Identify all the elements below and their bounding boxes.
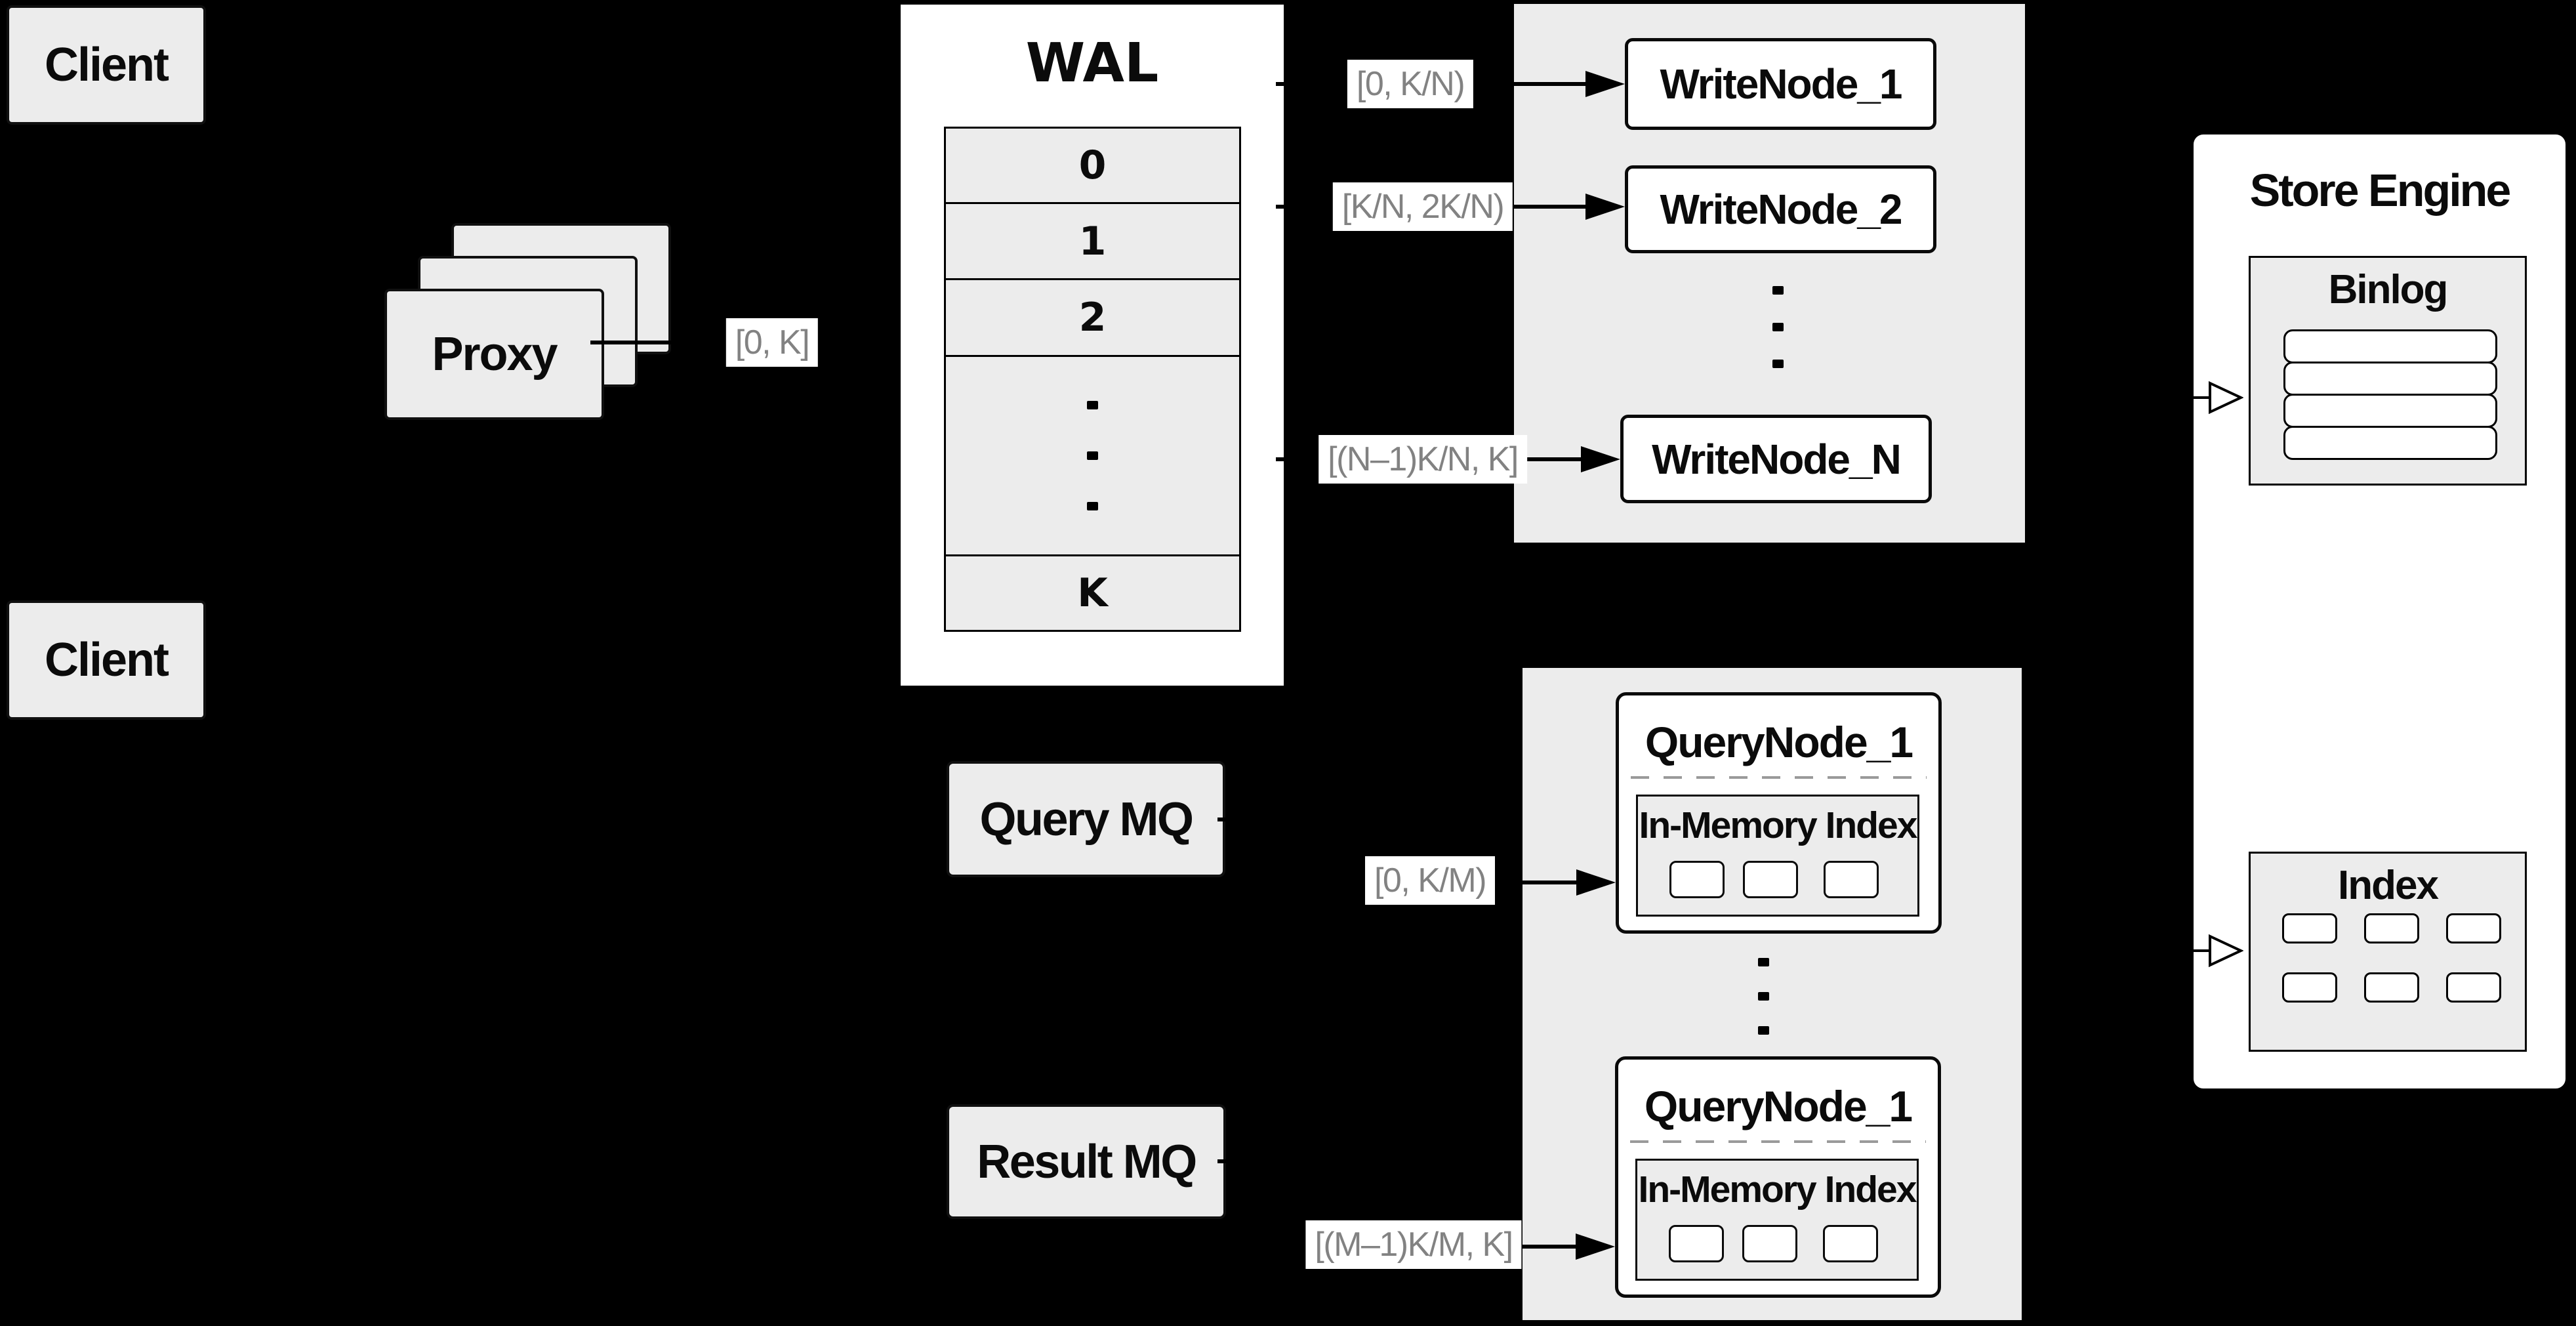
in-memory-index-title: In-Memory Index xyxy=(1638,1169,1917,1211)
arrow-proxy-to-wal xyxy=(590,341,858,344)
binlog-row xyxy=(2283,362,2497,396)
arrowhead-icon xyxy=(1581,446,1620,472)
dashed-separator xyxy=(1630,1140,1926,1143)
ellipsis-dot-icon xyxy=(1772,360,1784,368)
query-node-2-title: QueryNode_1 xyxy=(1644,1082,1913,1130)
result-mq-node: Result MQ xyxy=(947,1104,1226,1219)
query-node-1-title: QueryNode_1 xyxy=(1645,718,1913,766)
range-label-qn2: [(M–1)K/M, K] xyxy=(1305,1220,1522,1269)
ellipsis-dot-icon xyxy=(1758,992,1769,1001)
write-node-2: WriteNode_2 xyxy=(1625,165,1936,253)
ellipsis-dot-icon xyxy=(1087,502,1098,510)
range-label-proxy-wal: [0, K] xyxy=(726,318,819,367)
dashed-separator xyxy=(1631,776,1927,779)
arrowhead-icon xyxy=(1585,194,1625,220)
binlog-row xyxy=(2283,426,2497,460)
wal-segment-ellipsis xyxy=(946,355,1239,554)
wal-segment-1: 1 xyxy=(946,202,1239,278)
binlog-box: Binlog xyxy=(2249,256,2527,486)
range-label-wnN: [(N–1)K/N, K] xyxy=(1319,435,1527,484)
ellipsis-dot-icon xyxy=(1772,286,1784,295)
wal-title: WAL xyxy=(1025,31,1159,94)
store-engine-title: Store Engine xyxy=(2249,165,2512,216)
index-segment-cell xyxy=(1743,861,1798,898)
in-memory-index-title: In-Memory Index xyxy=(1639,804,1918,846)
hollow-arrow-to-index-icon xyxy=(2142,934,2243,967)
ellipsis-dot-icon xyxy=(1758,958,1769,966)
index-cell xyxy=(2446,972,2501,1003)
index-cell xyxy=(2446,913,2501,943)
index-segment-cell xyxy=(1742,1225,1797,1262)
index-cell xyxy=(2364,972,2419,1003)
range-label-wn2: [K/N, 2K/N) xyxy=(1332,182,1513,231)
arrowhead-icon xyxy=(1576,869,1616,896)
wal-segment-table: 0 1 2 K xyxy=(944,127,1241,632)
index-segment-cell xyxy=(1669,861,1725,898)
hollow-arrow-to-binlog-icon xyxy=(2142,381,2243,414)
query-node-2: QueryNode_1 In-Memory Index xyxy=(1615,1056,1941,1298)
index-cell xyxy=(2282,913,2337,943)
binlog-row xyxy=(2283,329,2497,363)
index-title: Index xyxy=(2338,862,2439,908)
index-cell xyxy=(2282,972,2337,1003)
ellipsis-dot-icon xyxy=(1772,323,1784,331)
write-node-n: WriteNode_N xyxy=(1620,415,1932,503)
index-segment-cell xyxy=(1823,1225,1878,1262)
client-node-top: Client xyxy=(7,5,206,125)
binlog-row xyxy=(2283,394,2497,428)
index-segment-cell xyxy=(1824,861,1879,898)
range-label-wn1: [0, K/N) xyxy=(1347,60,1474,108)
in-memory-index-box: In-Memory Index xyxy=(1636,795,1919,917)
wal-segment-k: K xyxy=(946,554,1239,630)
arrowhead-icon xyxy=(858,329,897,356)
wal-segment-2: 2 xyxy=(946,278,1239,355)
connector-stub xyxy=(1217,1159,1227,1163)
query-mq-node: Query MQ xyxy=(947,761,1225,877)
index-segment-cell xyxy=(1669,1225,1724,1262)
arrowhead-icon xyxy=(1585,71,1625,97)
ellipsis-dot-icon xyxy=(1758,1026,1769,1035)
binlog-title: Binlog xyxy=(2328,266,2449,312)
ellipsis-dot-icon xyxy=(1087,401,1098,409)
index-box: Index xyxy=(2249,852,2527,1052)
index-cell xyxy=(2364,913,2419,943)
wal-segment-0: 0 xyxy=(946,129,1239,202)
ellipsis-dot-icon xyxy=(1087,451,1098,460)
write-node-1: WriteNode_1 xyxy=(1625,38,1936,130)
range-label-qn1: [0, K/M) xyxy=(1364,856,1496,905)
in-memory-index-box: In-Memory Index xyxy=(1635,1159,1919,1281)
query-node-1: QueryNode_1 In-Memory Index xyxy=(1616,692,1942,934)
proxy-node: Proxy xyxy=(384,289,604,420)
connector-stub xyxy=(1217,818,1227,821)
arrowhead-icon xyxy=(1576,1233,1615,1260)
client-node-bottom: Client xyxy=(7,600,206,720)
